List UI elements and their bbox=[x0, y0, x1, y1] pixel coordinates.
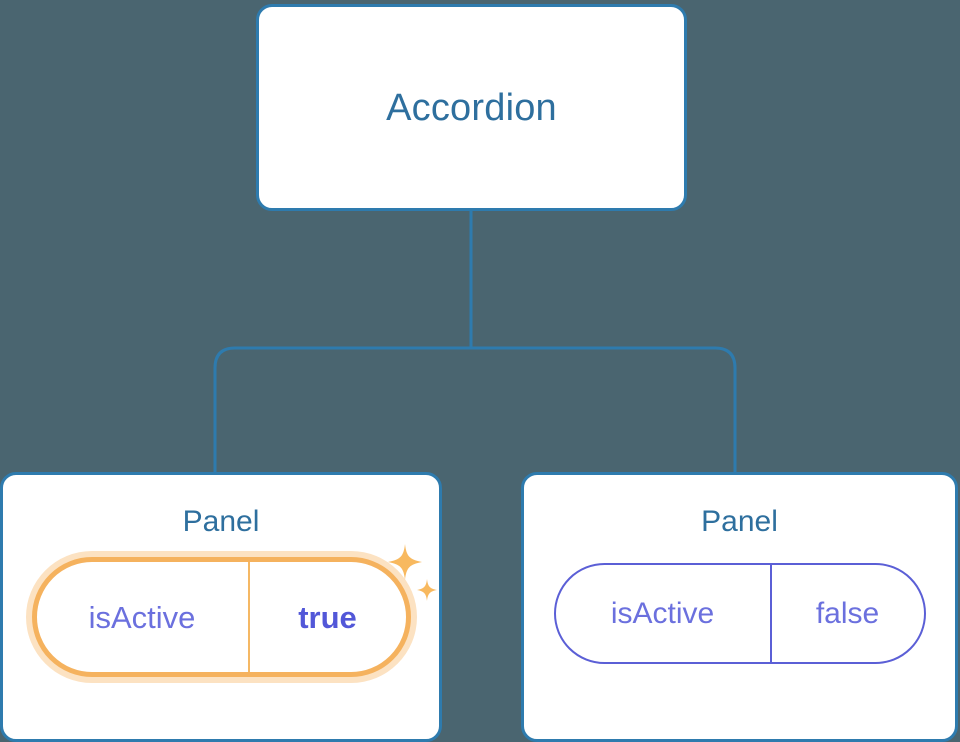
prop-pill-isactive-false[interactable]: isActive false bbox=[553, 563, 926, 664]
node-accordion[interactable]: Accordion bbox=[256, 4, 687, 211]
node-accordion-title: Accordion bbox=[386, 86, 557, 129]
node-panel-left-title: Panel bbox=[182, 505, 260, 538]
prop-pill-isactive-true[interactable]: isActive true bbox=[31, 557, 411, 677]
prop-value-label: true bbox=[298, 599, 357, 635]
prop-pill-value-cell: false bbox=[772, 565, 924, 662]
prop-key-label: isActive bbox=[610, 596, 715, 630]
node-panel-left[interactable]: Panel isActive true bbox=[0, 472, 442, 742]
prop-key-label: isActive bbox=[88, 599, 196, 635]
prop-pill-key-cell: isActive bbox=[556, 565, 772, 662]
node-panel-right[interactable]: Panel isActive false bbox=[521, 472, 958, 742]
connector-branch-bus bbox=[213, 346, 737, 472]
prop-pill-value-cell: true bbox=[250, 562, 406, 672]
node-panel-right-title: Panel bbox=[701, 505, 778, 538]
prop-pill-key-cell: isActive bbox=[37, 562, 250, 672]
prop-value-label: false bbox=[815, 596, 880, 630]
